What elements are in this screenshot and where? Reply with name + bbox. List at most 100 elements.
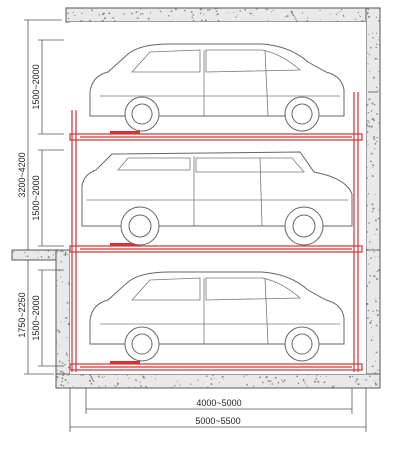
concrete-speck <box>215 15 217 17</box>
concrete-speck <box>236 14 239 16</box>
concrete-speck <box>113 385 115 387</box>
concrete-speck <box>61 380 63 383</box>
concrete-speck <box>90 8 92 10</box>
concrete-speck <box>304 381 306 383</box>
concrete-speck <box>371 365 374 368</box>
concrete-speck <box>308 374 310 376</box>
concrete-speck <box>103 17 106 20</box>
concrete-speck <box>323 381 326 384</box>
concrete-speck <box>372 166 374 168</box>
concrete-speck <box>203 13 205 15</box>
concrete-speck <box>376 270 378 272</box>
concrete-speck <box>374 219 377 222</box>
concrete-speck <box>103 375 105 378</box>
concrete-speck <box>303 379 305 382</box>
concrete-speck <box>319 9 321 12</box>
concrete-speck <box>59 344 61 346</box>
concrete-speck <box>67 373 70 376</box>
concrete-speck <box>378 329 381 332</box>
concrete-speck <box>197 379 199 381</box>
concrete-speck <box>26 255 29 257</box>
concrete-speck <box>286 15 289 18</box>
concrete-speck <box>376 136 378 139</box>
concrete-speck <box>56 370 58 372</box>
concrete-speck <box>139 8 142 10</box>
concrete-speck <box>367 144 369 146</box>
concrete-speck <box>378 71 380 73</box>
concrete-speck <box>60 261 62 263</box>
concrete-speck <box>239 10 242 12</box>
concrete-speck <box>62 387 64 389</box>
concrete-speck <box>375 46 377 48</box>
concrete-speck <box>374 148 376 150</box>
concrete-speck <box>356 378 359 381</box>
concrete-speck <box>379 346 381 349</box>
concrete-speck <box>126 375 128 377</box>
concrete-speck <box>378 233 380 235</box>
concrete-speck <box>154 378 157 380</box>
concrete-speck <box>90 375 93 378</box>
concrete-speck <box>47 256 50 259</box>
concrete-speck <box>92 380 95 382</box>
concrete-speck <box>171 386 174 389</box>
concrete-speck <box>40 256 43 258</box>
concrete-speck <box>277 381 280 384</box>
concrete-speck <box>357 383 360 386</box>
concrete-speck <box>190 383 192 385</box>
concrete-speck <box>56 251 59 253</box>
concrete-speck <box>199 8 202 11</box>
concrete-speck <box>60 321 62 323</box>
concrete-speck <box>375 16 378 19</box>
concrete-speck <box>55 333 57 335</box>
concrete-speck <box>74 14 76 17</box>
concrete-speck <box>370 320 373 322</box>
concrete-speck <box>57 329 59 331</box>
concrete-speck <box>371 117 374 121</box>
concrete-speck <box>373 251 375 253</box>
concrete-speck <box>371 174 374 177</box>
concrete-speck <box>367 130 369 133</box>
concrete-speck <box>366 166 368 168</box>
concrete-speck <box>133 13 135 14</box>
concrete-speck <box>135 11 138 14</box>
concrete-speck <box>377 256 379 258</box>
concrete-speck <box>378 8 380 10</box>
concrete-speck <box>25 255 27 257</box>
concrete-speck <box>59 370 62 373</box>
concrete-speck <box>221 375 224 378</box>
concrete-speck <box>68 360 70 361</box>
concrete-speck <box>368 281 371 284</box>
concrete-speck <box>72 385 74 387</box>
concrete-speck <box>207 386 209 388</box>
concrete-speck <box>151 376 153 378</box>
concrete-speck <box>271 11 273 13</box>
concrete-speck <box>291 11 294 14</box>
concrete-speck <box>375 233 377 235</box>
top-slab <box>65 7 373 23</box>
concrete-speck <box>256 8 258 10</box>
concrete-speck <box>374 256 376 258</box>
concrete-speck <box>366 195 368 197</box>
concrete-speck <box>62 372 65 374</box>
concrete-speck <box>284 16 286 18</box>
concrete-speck <box>375 32 378 34</box>
concrete-speck <box>373 380 375 381</box>
concrete-speck <box>190 11 193 13</box>
concrete-speck <box>67 382 69 384</box>
concrete-speck <box>101 376 104 379</box>
concrete-speck <box>200 19 203 22</box>
concrete-speck <box>56 376 59 379</box>
concrete-speck <box>253 15 255 17</box>
concrete-speck <box>354 18 357 20</box>
concrete-speck <box>376 140 378 143</box>
concrete-speck <box>375 351 378 354</box>
platform-bottom <box>69 361 363 371</box>
concrete-speck <box>65 316 68 319</box>
concrete-speck <box>123 13 125 15</box>
concrete-speck <box>67 12 69 14</box>
concrete-speck <box>379 108 381 110</box>
concrete-speck <box>283 379 286 382</box>
concrete-speck <box>259 376 261 379</box>
concrete-speck <box>352 376 354 378</box>
concrete-speck <box>367 8 370 11</box>
